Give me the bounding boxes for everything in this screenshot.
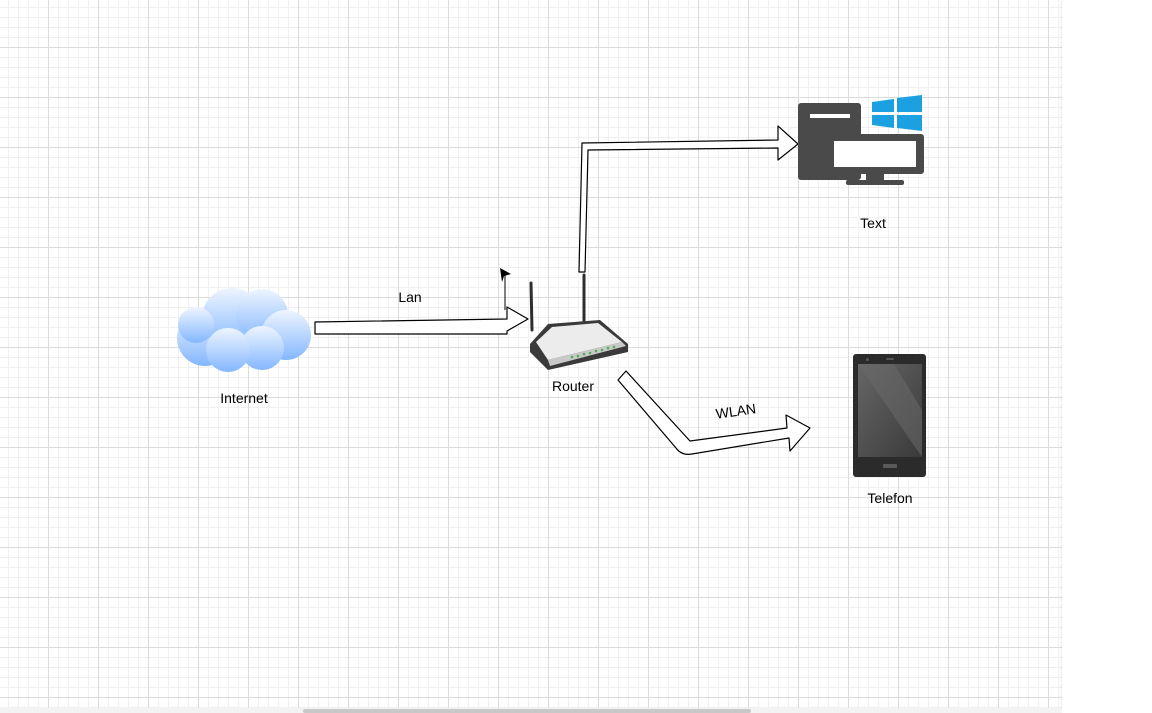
cursor-arrow-icon <box>500 268 511 310</box>
lan-connection-label: Lan <box>398 289 421 305</box>
lan-connection-arrow[interactable] <box>314 306 529 335</box>
network-diagram: Internet Lan Router <box>177 95 926 506</box>
router-label: Router <box>552 378 594 394</box>
smartphone-icon[interactable] <box>853 354 926 477</box>
router-icon[interactable] <box>529 273 628 370</box>
router-to-pc-arrow[interactable] <box>578 125 799 273</box>
pc-label: Text <box>860 215 886 231</box>
horizontal-scrollbar-thumb[interactable] <box>303 709 751 713</box>
wlan-connection-arrow[interactable] <box>617 370 811 455</box>
internet-cloud-icon[interactable] <box>177 288 311 372</box>
phone-label: Telefon <box>867 490 912 506</box>
windows-pc-icon[interactable] <box>798 95 924 185</box>
internet-label: Internet <box>220 390 268 406</box>
wlan-connection-label: WLAN <box>715 400 757 421</box>
right-panel-gutter <box>1062 0 1152 713</box>
